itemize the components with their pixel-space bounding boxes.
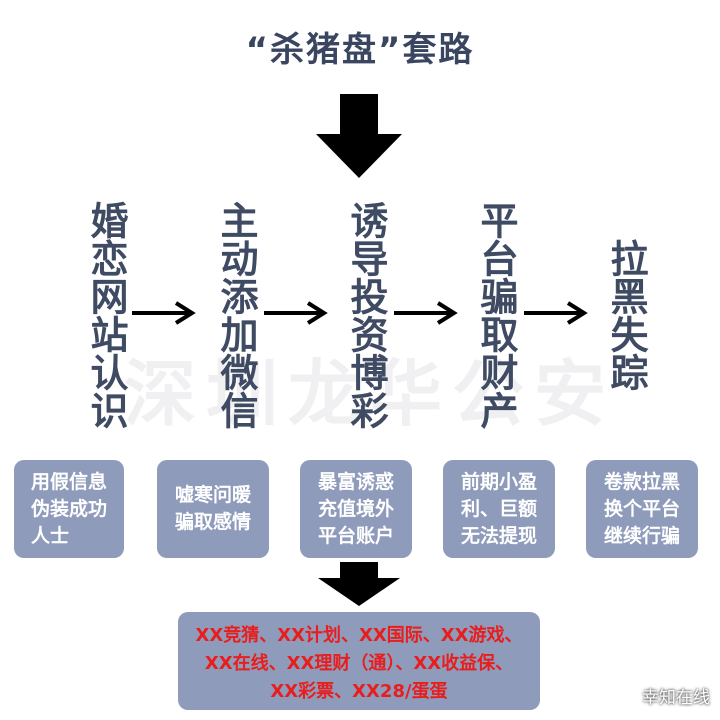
tactic-box-5: 卷款拉黑 换个平台 继续行骗: [586, 460, 698, 558]
tactic-line: 暴富诱惑: [317, 470, 394, 493]
platform-line: XX彩票、XX28/蛋蛋: [270, 681, 448, 702]
tactic-line: 用假信息: [30, 470, 107, 493]
tactic-line: 卷款拉黑: [603, 470, 680, 493]
tactic-box-3: 暴富诱惑 充值境外 平台账户: [300, 460, 412, 558]
right-arrow-icon: [264, 301, 328, 325]
tactic-line: 伪装成功: [30, 497, 107, 520]
right-arrow-icon: [524, 301, 588, 325]
stage-3: 诱导投资博彩: [344, 201, 388, 429]
tactic-box-2: 嘘寒问暖 骗取感情: [157, 460, 269, 558]
watermark: 深圳龙华公安: [123, 352, 616, 436]
tactic-box-1: 用假信息 伪装成功 人士: [14, 460, 124, 558]
tactic-line: 骗取感情: [174, 511, 251, 533]
stage-5: 拉黑失踪: [604, 239, 648, 391]
tactic-line: 嘘寒问暖: [174, 484, 251, 506]
tactic-line: 利、巨额: [460, 497, 537, 520]
platform-line: XX在线、XX理财（通）、XX收益保、: [204, 653, 514, 674]
tactic-line: 继续行骗: [603, 524, 680, 547]
diagram-title: “杀猪盘”套路: [245, 30, 475, 70]
tactic-line: 前期小盈: [460, 470, 537, 493]
tactic-box-4: 前期小盈 利、巨额 无法提现: [443, 460, 555, 558]
down-arrow-icon: [318, 562, 400, 606]
right-arrow-icon: [132, 301, 196, 325]
right-arrow-icon: [394, 301, 458, 325]
tactic-line: 充值境外: [317, 497, 394, 520]
stage-2: 主动添加微信: [214, 201, 258, 429]
tactic-line: 无法提现: [460, 524, 537, 547]
tactic-line: 平台账户: [317, 524, 394, 547]
down-arrow-icon: [316, 94, 402, 178]
source-credit: 幸知在线: [642, 688, 710, 708]
stage-1: 婚恋网站认识: [84, 201, 128, 429]
tactic-line: 换个平台: [603, 497, 680, 520]
platform-list-box: XX竞猜、XX计划、XX国际、XX游戏、 XX在线、XX理财（通）、XX收益保、…: [178, 612, 540, 710]
platform-line: XX竞猜、XX计划、XX国际、XX游戏、: [195, 625, 523, 646]
tactic-line: 人士: [30, 524, 69, 547]
stage-4: 平台骗取财产: [474, 201, 518, 429]
